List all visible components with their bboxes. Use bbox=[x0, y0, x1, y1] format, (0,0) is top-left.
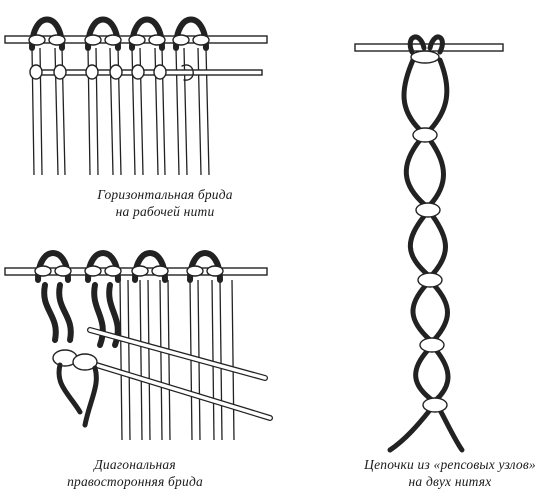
working-cord-horizontal bbox=[39, 69, 263, 76]
caption-diagonal-line1: Диагональная bbox=[94, 457, 176, 472]
caption-horizontal-brida: Горизонтальная брида на рабочей нити bbox=[60, 186, 270, 220]
mounting-knots-row-bottom bbox=[34, 265, 224, 277]
panel-horizontal-brida bbox=[4, 16, 268, 176]
diagonal-knot-cluster bbox=[52, 349, 99, 428]
caption-horizontal-line1: Горизонтальная брида bbox=[97, 187, 233, 202]
caption-chain-line1: Цепочки из «репсовых узлов» bbox=[364, 457, 536, 472]
caption-horizontal-line2: на рабочей нити bbox=[115, 204, 215, 219]
caption-diagonal-line2: правосторонняя брида bbox=[67, 474, 203, 489]
mounting-knots-row bbox=[28, 34, 210, 46]
caption-chain: Цепочки из «репсовых узлов» на двух нитя… bbox=[345, 456, 550, 490]
caption-chain-line2: на двух нитях bbox=[408, 474, 492, 489]
vertical-cords-bottom bbox=[119, 279, 235, 441]
diagonal-working-cords bbox=[77, 327, 273, 421]
chain-links bbox=[387, 57, 465, 453]
chain-knots bbox=[410, 50, 448, 413]
panel-diagonal-brida bbox=[4, 250, 273, 441]
caption-diagonal-brida: Диагональная правосторонняя брида bbox=[30, 456, 240, 490]
chain-mount-loops bbox=[407, 34, 445, 55]
brida-knots-horizontal bbox=[29, 64, 194, 81]
panel-chain bbox=[354, 34, 504, 453]
